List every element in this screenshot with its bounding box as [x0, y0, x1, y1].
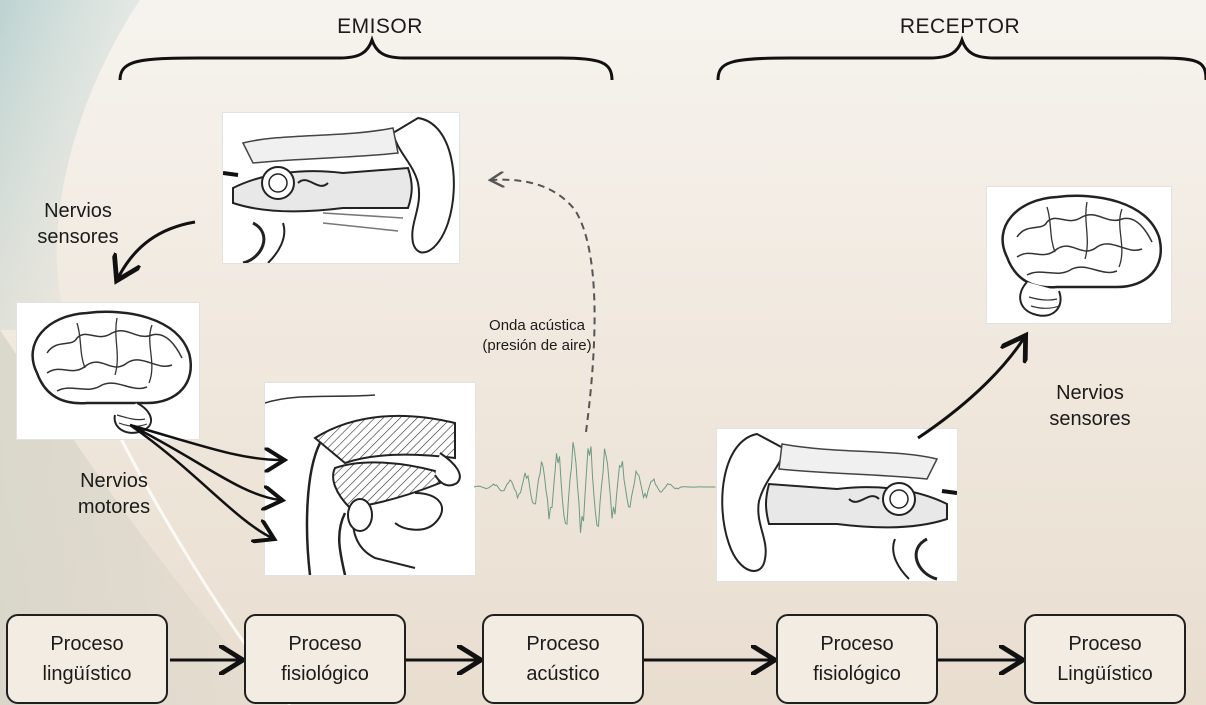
process-box-physiological-receptor: Proceso fisiológico: [776, 614, 938, 704]
process-box-line1: Proceso: [1068, 629, 1141, 659]
process-box-line1: Proceso: [50, 629, 123, 659]
sensory-nerve-arrow-right: [918, 338, 1024, 438]
process-box-line2: fisiológico: [813, 659, 901, 689]
process-box-line2: acústico: [526, 659, 599, 689]
process-box-line2: Lingüístico: [1057, 659, 1153, 689]
process-box-line1: Proceso: [820, 629, 893, 659]
acoustic-feedback-arrow: [492, 180, 595, 432]
process-box-line1: Proceso: [526, 629, 599, 659]
process-box-line1: Proceso: [288, 629, 361, 659]
process-box-linguistic-receptor: Proceso Lingüístico: [1024, 614, 1186, 704]
process-box-acoustic: Proceso acústico: [482, 614, 644, 704]
sensory-nerves-label-right: Nervios sensores: [1020, 380, 1160, 432]
sensory-nerves-label-left: Nervios sensores: [8, 198, 148, 250]
process-box-line2: fisiológico: [281, 659, 369, 689]
process-box-linguistic-emitter: Proceso lingüístico: [6, 614, 168, 704]
process-box-line2: lingüístico: [43, 659, 132, 689]
acoustic-wave-label: Onda acústica (presión de aire): [462, 316, 612, 356]
motor-nerves-label: Nervios motores: [44, 468, 184, 520]
process-box-physiological-emitter: Proceso fisiológico: [244, 614, 406, 704]
